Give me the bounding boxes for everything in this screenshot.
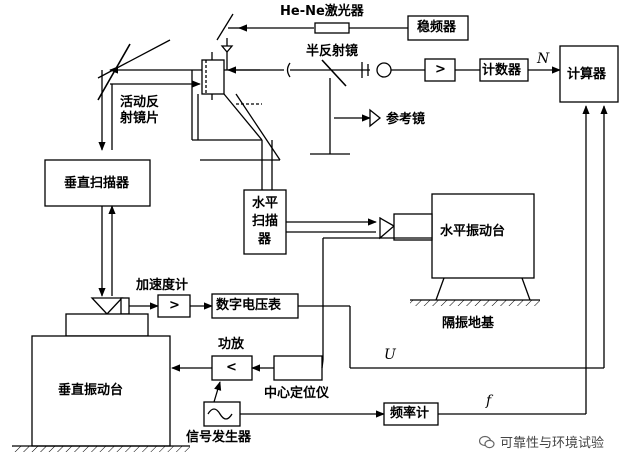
power-amp-label: 功放 xyxy=(218,337,245,352)
movable-mirror-label-2: 射镜片 xyxy=(120,111,160,126)
accelerometer-reflector xyxy=(90,297,124,315)
beam-splitter-cube xyxy=(201,59,225,95)
sine-wave xyxy=(207,408,233,420)
horizontal-scanner-label-3: 器 xyxy=(258,232,272,247)
vertical-shaker-label: 垂直振动台 xyxy=(58,383,124,398)
horizontal-shaker-label: 水平振动台 xyxy=(440,224,506,239)
laser-tube xyxy=(314,22,350,34)
vertical-scanner-label: 垂直扫描器 xyxy=(64,176,130,191)
computer-box xyxy=(559,45,619,103)
centering-instrument-label: 中心定位仪 xyxy=(264,386,330,401)
reference-mirror-label: 参考镜 xyxy=(386,112,426,127)
digital-voltmeter-label: 数字电压表 xyxy=(216,298,282,313)
isolation-ground-hatch xyxy=(410,300,540,306)
vertical-scanner-box xyxy=(44,159,151,207)
amplifier-symbol-accel: > xyxy=(169,298,180,313)
horizontal-scanner-label-1: 水平 xyxy=(252,196,279,211)
horizontal-scanner-box xyxy=(243,189,287,255)
horizontal-scanner-label-2: 扫描 xyxy=(252,214,279,229)
wechat-icon xyxy=(479,435,495,448)
watermark: 可靠性与环境试验 xyxy=(479,432,604,451)
lens-top xyxy=(220,45,234,54)
accelerometer xyxy=(120,297,130,315)
u-symbol: U xyxy=(384,347,396,363)
horizontal-reflector xyxy=(379,216,396,240)
f-symbol: f xyxy=(486,393,492,409)
stabilizer-label: 稳频器 xyxy=(417,20,457,35)
counter-label: 计数器 xyxy=(482,63,522,78)
lens-mid xyxy=(286,62,291,78)
amplifier-symbol-top: > xyxy=(435,62,446,77)
vertical-shaker-top xyxy=(65,313,149,337)
horizontal-shaker-box xyxy=(431,193,535,279)
watermark-text: 可靠性与环境试验 xyxy=(500,436,605,451)
isolation-foundation-label: 隔振地基 xyxy=(442,316,495,331)
signal-generator-label: 信号发生器 xyxy=(186,430,252,445)
power-amp-box xyxy=(211,355,253,381)
photodetector xyxy=(376,62,392,78)
centering-instrument-box xyxy=(273,355,323,381)
movable-mirror-label-1: 活动反 xyxy=(120,95,160,110)
reference-mirror-shape xyxy=(369,108,382,128)
base-hatch xyxy=(12,446,190,452)
half-mirror-label: 半反射镜 xyxy=(306,44,359,59)
frequency-meter-label: 频率计 xyxy=(390,406,430,421)
signal-generator-box xyxy=(203,401,241,427)
amplifier-symbol-power: < xyxy=(226,360,237,375)
computer-label: 计算器 xyxy=(567,67,607,82)
stabilizer-box xyxy=(407,15,469,41)
laser-label: He-Ne激光器 xyxy=(280,4,364,19)
vertical-shaker-body xyxy=(31,335,171,447)
accelerometer-label: 加速度计 xyxy=(136,278,189,293)
n-symbol: N xyxy=(537,51,550,67)
